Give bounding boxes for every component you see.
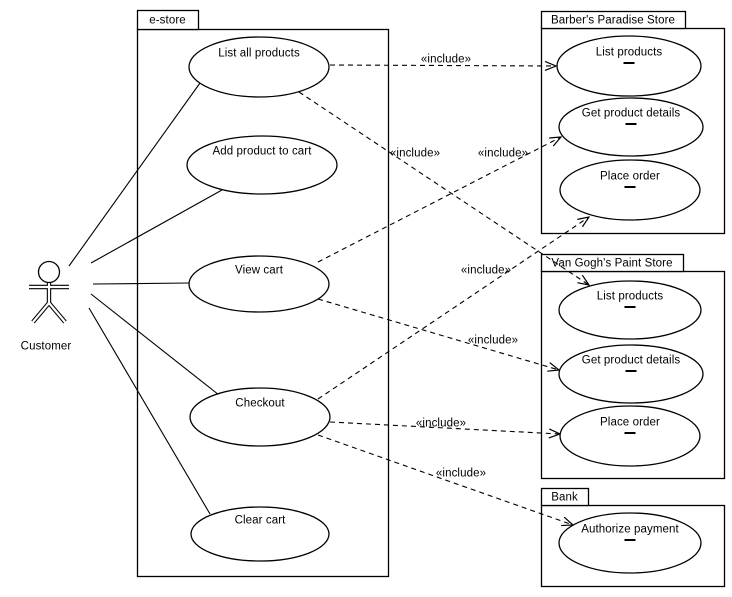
association-line-add-product-to-cart bbox=[90, 189, 223, 264]
association-line-checkout bbox=[90, 293, 220, 396]
include-arrow-list-all-products--barbers-list-products bbox=[329, 65, 556, 66]
use-case-ellipse-vangogh-list-products bbox=[558, 280, 702, 340]
association-line-list-all-products bbox=[68, 82, 201, 267]
system-tab-bank bbox=[540, 487, 590, 507]
use-case-ellipse-barbers-get-product-details bbox=[558, 97, 704, 157]
include-arrow-view-cart--barbers-get-product-details bbox=[317, 137, 561, 263]
include-arrow-checkout--vangogh-place-order bbox=[329, 421, 560, 434]
include-arrow-checkout--bank-authorize-payment bbox=[317, 434, 573, 525]
use-case-ellipse-barbers-place-order bbox=[559, 159, 701, 221]
use-case-ellipse-vangogh-place-order bbox=[559, 405, 701, 467]
use-case-ellipse-view-cart bbox=[188, 255, 330, 313]
association-line-clear-cart bbox=[88, 307, 211, 515]
use-case-ellipse-clear-cart bbox=[190, 506, 330, 562]
system-tab-barbers bbox=[540, 10, 687, 30]
actor-leg-left-inner bbox=[32, 302, 50, 323]
actor-leg-right-inner bbox=[48, 302, 66, 323]
actor-head bbox=[37, 260, 61, 284]
actor-customer bbox=[29, 260, 69, 324]
include-arrow-list-all-products--vangogh-list-products bbox=[298, 91, 589, 285]
system-tab-e-store bbox=[136, 9, 200, 31]
use-case-ellipse-add-product-to-cart bbox=[186, 135, 338, 195]
use-case-ellipse-vangogh-get-product-details bbox=[558, 344, 704, 404]
use-case-ellipse-bank-authorize-payment bbox=[558, 512, 702, 574]
system-tab-vangogh bbox=[540, 253, 685, 273]
include-arrow-checkout--barbers-place-order bbox=[317, 217, 589, 400]
association-line-view-cart bbox=[92, 282, 191, 285]
use-case-ellipse-checkout bbox=[189, 387, 331, 447]
include-arrow-view-cart--vangogh-get-product-details bbox=[317, 298, 559, 370]
use-case-ellipse-barbers-list-products bbox=[556, 35, 702, 97]
use-case-ellipse-list-all-products bbox=[188, 36, 330, 98]
